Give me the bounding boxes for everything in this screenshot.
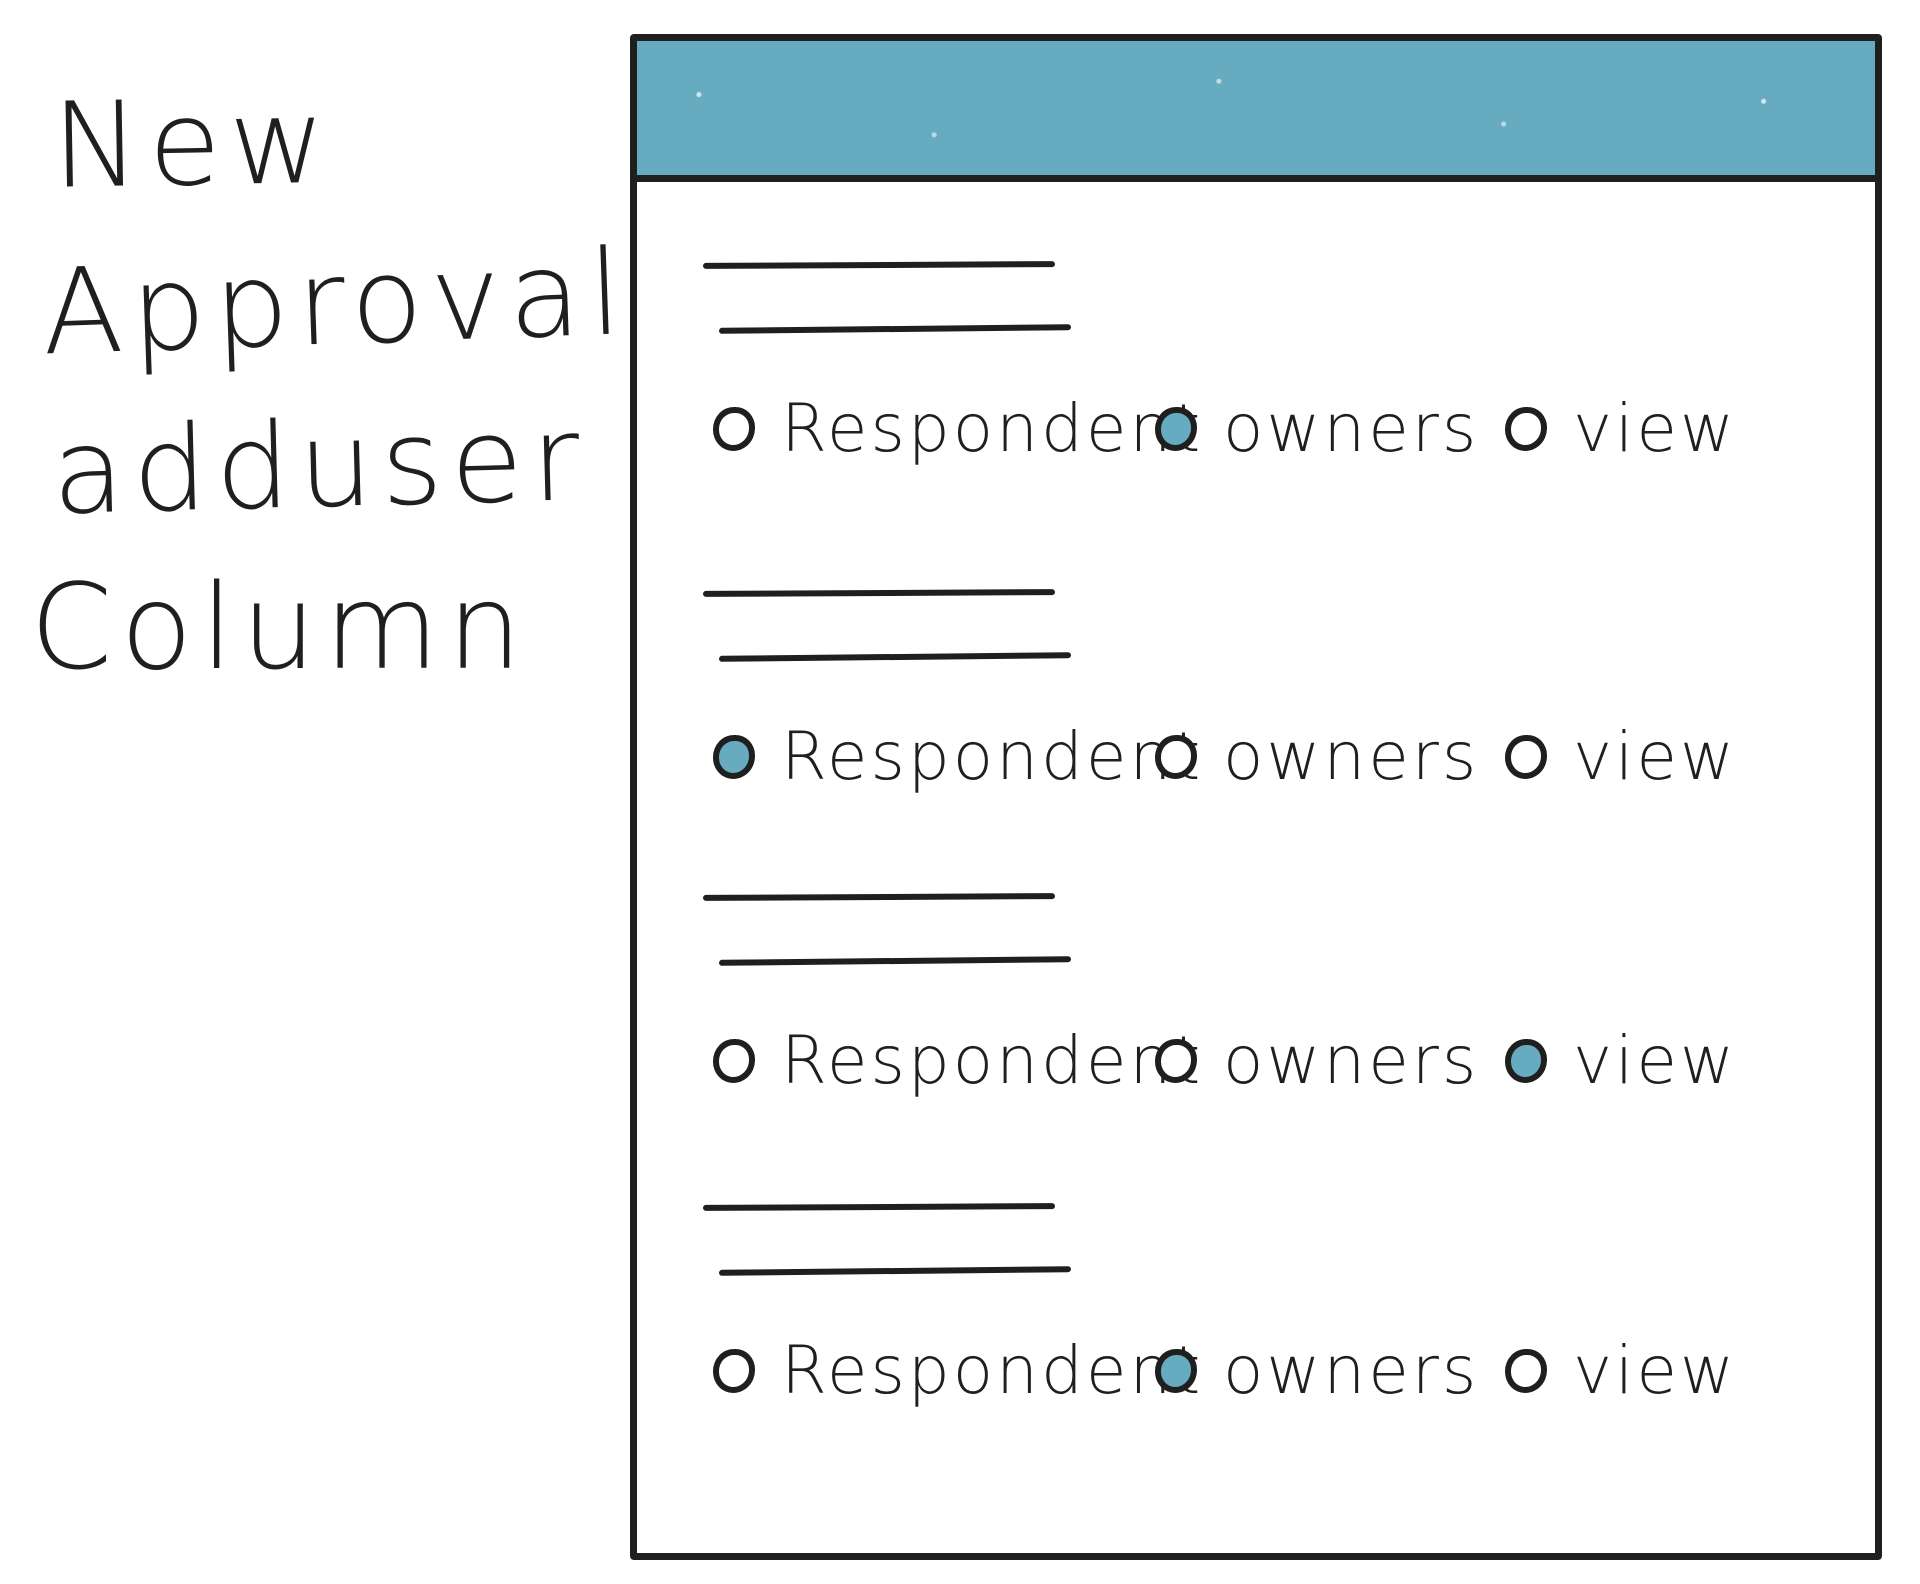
role-radio-group: Respondent owners view (713, 396, 1743, 462)
note-line-adduser: adduser (50, 389, 590, 542)
role-option-respondent[interactable]: Respondent (713, 1332, 1204, 1409)
radio-button[interactable] (1155, 735, 1197, 779)
radio-button[interactable] (713, 407, 755, 451)
role-label: owners (1223, 1332, 1480, 1409)
role-option-respondent[interactable]: Respondent (713, 718, 1204, 795)
note-line-new: New (50, 71, 335, 215)
user-name-placeholder (702, 261, 1056, 269)
approvals-window: Respondent owners view Respondent (630, 34, 1882, 1560)
user-detail-placeholder (718, 1266, 1072, 1276)
user-name-placeholder (702, 1203, 1056, 1211)
note-line-column: Column (30, 558, 530, 696)
role-label: Respondent (781, 390, 1204, 467)
role-label: owners (1223, 1022, 1480, 1099)
role-option-owners[interactable]: owners (1155, 718, 1480, 795)
user-role-list: Respondent owners view Respondent (637, 182, 1875, 1553)
note-line-approvals: Approvals (39, 220, 702, 382)
user-row: Respondent owners view (637, 893, 1875, 1194)
user-row: Respondent owners view (637, 589, 1875, 890)
radio-button[interactable] (713, 1039, 755, 1083)
role-label: view (1573, 1332, 1737, 1409)
radio-button[interactable] (1505, 735, 1547, 779)
role-option-respondent[interactable]: Respondent (713, 390, 1204, 467)
role-option-owners[interactable]: owners (1155, 1022, 1480, 1099)
handwritten-note: New Approvals adduser Column (30, 60, 702, 708)
role-label: view (1573, 718, 1737, 795)
role-label: owners (1223, 718, 1480, 795)
role-option-view[interactable]: view (1505, 724, 1743, 790)
role-option-owners[interactable]: owners (1155, 1332, 1480, 1409)
user-detail-placeholder (718, 956, 1072, 966)
radio-button[interactable] (713, 1349, 755, 1393)
user-row: Respondent owners view (637, 1203, 1875, 1504)
radio-button[interactable] (1155, 1039, 1197, 1083)
role-radio-group: Respondent owners view (713, 724, 1743, 790)
role-label: Respondent (781, 1022, 1204, 1099)
radio-button[interactable] (713, 735, 755, 779)
role-option-view[interactable]: view (1505, 396, 1743, 462)
role-radio-group: Respondent owners view (713, 1338, 1743, 1404)
radio-button[interactable] (1505, 1039, 1547, 1083)
role-radio-group: Respondent owners view (713, 1028, 1743, 1094)
radio-button[interactable] (1155, 1349, 1197, 1393)
role-label: owners (1223, 390, 1480, 467)
user-name-placeholder (702, 893, 1056, 901)
role-label: Respondent (781, 1332, 1204, 1409)
user-detail-placeholder (718, 652, 1072, 662)
role-option-view[interactable]: view (1505, 1028, 1743, 1094)
user-name-placeholder (702, 589, 1056, 597)
role-option-view[interactable]: view (1505, 1338, 1743, 1404)
role-option-owners[interactable]: owners (1155, 390, 1480, 467)
radio-button[interactable] (1155, 407, 1197, 451)
role-label: view (1573, 390, 1737, 467)
user-row: Respondent owners view (637, 261, 1875, 562)
role-option-respondent[interactable]: Respondent (713, 1022, 1204, 1099)
role-label: view (1573, 1022, 1737, 1099)
radio-button[interactable] (1505, 407, 1547, 451)
radio-button[interactable] (1505, 1349, 1547, 1393)
user-detail-placeholder (718, 324, 1072, 334)
window-header-bar (637, 41, 1875, 182)
role-label: Respondent (781, 718, 1204, 795)
